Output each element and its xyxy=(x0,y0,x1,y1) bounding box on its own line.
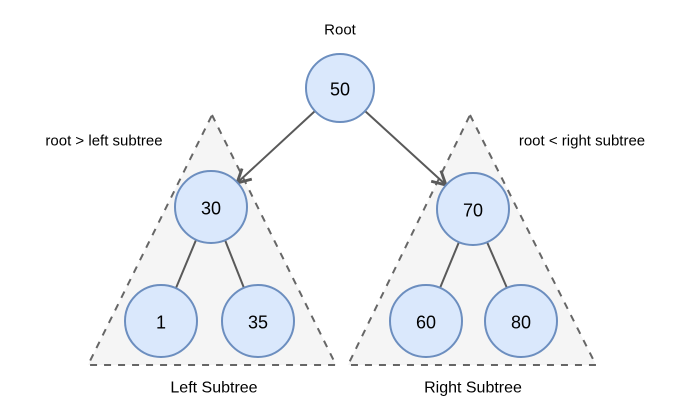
node-left-parent-value: 30 xyxy=(201,198,221,218)
node-right-left-value: 60 xyxy=(416,312,436,332)
node-left-parent-circle xyxy=(174,170,248,244)
node-left-left-value: 1 xyxy=(156,312,166,332)
edge-left-parent-to-left-child xyxy=(175,239,197,289)
edge-left-parent-to-right-child xyxy=(224,239,245,289)
node-right-right-circle xyxy=(484,284,558,358)
node-right-right-value: 80 xyxy=(511,312,531,332)
node-root-value: 50 xyxy=(330,79,350,99)
left-subtree-label: Left Subtree xyxy=(170,380,257,397)
edge-root-to-left-subtree xyxy=(237,110,316,183)
node-right-parent-value: 70 xyxy=(463,200,483,220)
edge-right-parent-to-right-child xyxy=(486,241,508,289)
edge-right-parent-to-left-child xyxy=(439,241,460,289)
node-root-circle xyxy=(305,53,375,123)
edge-root-to-right-subtree xyxy=(364,110,446,185)
node-left-right-value: 35 xyxy=(248,312,268,332)
node-left-right-circle xyxy=(221,284,295,358)
root-label: Root xyxy=(324,21,357,38)
node-right-left-circle xyxy=(389,284,463,358)
node-right-parent-circle xyxy=(436,172,510,246)
right-subtree-label: Right Subtree xyxy=(424,380,522,397)
left-subtree-annotation: root > left subtree xyxy=(45,132,162,149)
node-left-left-circle xyxy=(124,284,198,358)
right-subtree-annotation: root < right subtree xyxy=(519,132,645,149)
